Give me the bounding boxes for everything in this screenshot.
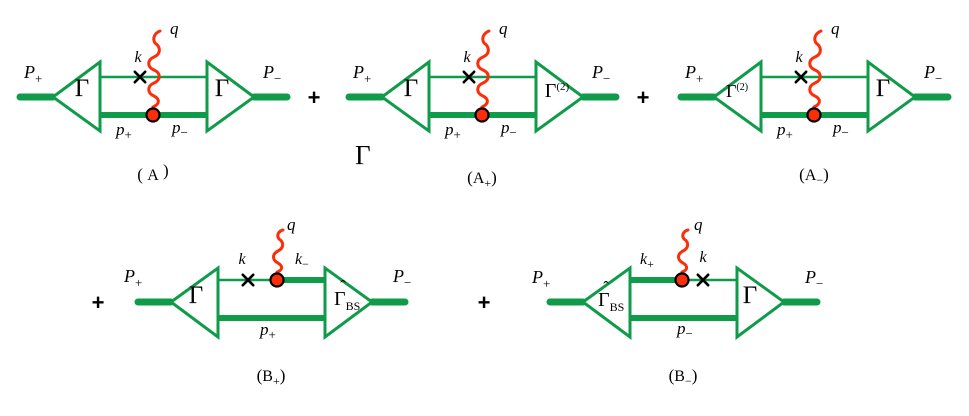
vertex-triangle-right [534,59,586,134]
hat-accent: ˆ [603,278,609,297]
diagram-b-minus: P+ P− ΓBS ˆ Γ k+ k q p− (B−) [531,215,823,388]
caption: ( A ) [137,161,168,184]
label-q: q [170,19,179,38]
photon-coupling-dot [269,272,285,288]
label-gamma-left: Γ [189,282,203,309]
label-P-plus: P+ [23,62,42,86]
vertex-triangle-left [711,59,763,134]
photon-wavy-line [476,29,491,109]
label-P-plus: P+ [123,266,142,290]
label-gamma-bs-right: ΓBS [334,288,360,313]
label-gamma-right: Γ [215,75,229,102]
label-p-plus: p+ [259,320,276,342]
photon-coupling-dot [145,107,161,123]
caption: (A−) [799,165,829,187]
label-k: k [795,49,803,66]
label-q: q [694,215,703,234]
label-P-minus: P− [591,62,610,86]
label-k: k [238,251,246,268]
label-gamma-right: Γ [876,75,890,102]
diagram-a-minus: P+ P− Γ(2) Γ k q p+ p− (A−) [677,19,952,187]
label-p-minus: p− [832,118,849,140]
caption: (B+) [257,366,286,388]
label-P-plus: P+ [531,267,550,291]
label-p-plus: p+ [444,120,461,142]
vertex-triangle-right [866,59,918,134]
label-stray-gamma: Γ [355,140,371,170]
label-q: q [831,19,840,38]
label-P-minus: P− [392,266,411,290]
plus-operator: + [308,85,321,110]
photon-wavy-line [808,29,823,109]
label-P-plus: P+ [352,62,371,86]
label-gamma-bs-left: ΓBS [598,289,624,314]
vertex-triangle-left [50,59,102,134]
label-P-plus: P+ [684,62,703,86]
label-p-minus: p− [500,118,517,140]
plus-operator: + [478,290,491,315]
label-P-minus: P− [923,62,942,86]
label-q: q [499,19,508,38]
photon-wavy-line [677,228,690,274]
label-gamma-right: Γ [743,282,757,309]
label-k-minus: k− [295,251,309,271]
label-P-minus: P− [262,62,281,86]
photon-wavy-line [272,228,285,274]
diagram-b-plus: P+ P− Γ ΓBS ˆ k k− q p+ (B+) [123,215,411,388]
label-gamma2-right: Γ(2) [545,80,570,102]
caption: (B−) [669,366,698,388]
vertex-triangle-left [379,59,431,134]
label-gamma-left: Γ [404,75,418,102]
plus-operator: + [92,290,105,315]
vertex-triangle-right [735,265,787,340]
label-gamma-left: Γ [75,75,89,102]
photon-coupling-dot [674,272,690,288]
label-gamma2-left: Γ(2) [726,81,748,101]
photon-coupling-dot [806,107,822,123]
vertex-triangle-left [580,265,632,340]
label-p-minus: p− [676,319,693,341]
label-k: k [134,49,142,66]
label-p-plus: p+ [776,120,793,142]
label-p-plus: p+ [115,120,132,142]
caption: (A+) [467,168,497,190]
label-k: k [699,249,707,266]
plus-operator: + [637,85,650,110]
hat-accent: ˆ [340,277,346,296]
diagram-a: P+ P− Γ Γ k q p+ p− ( A ) [16,19,291,184]
label-q: q [287,215,296,234]
photon-coupling-dot [474,107,490,123]
label-k: k [463,49,471,66]
label-p-minus: p− [171,118,188,140]
vertex-triangle-right [205,59,257,134]
vertex-triangle-right [323,265,375,340]
label-P-minus: P− [804,267,823,291]
diagram-a-plus: P+ P− Γ Γ(2) k q p+ p− (A+) [345,19,620,190]
vertex-triangle-left [168,265,220,340]
photon-wavy-line [147,29,162,109]
label-k-plus: k+ [640,251,654,271]
